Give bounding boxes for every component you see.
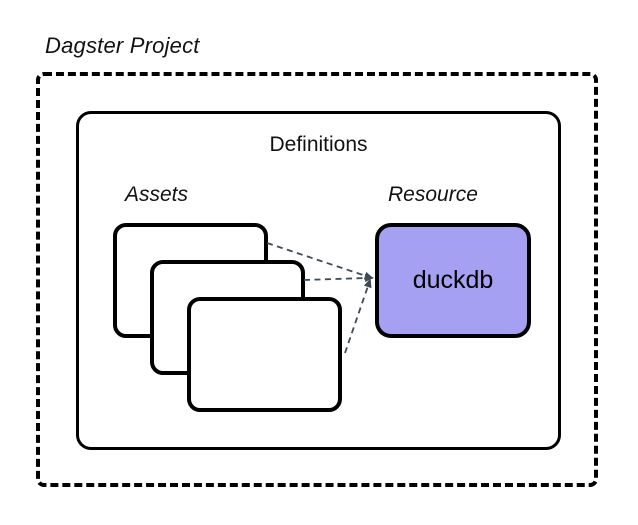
project-title: Dagster Project <box>45 33 200 58</box>
resource-node-label: duckdb <box>412 266 494 294</box>
asset-card-3 <box>187 297 342 412</box>
resource-label: Resource <box>388 183 478 206</box>
resource-node: duckdb <box>375 223 531 338</box>
definitions-label: Definitions <box>269 133 368 156</box>
project-boundary <box>36 72 598 487</box>
assets-label: Assets <box>125 183 189 206</box>
